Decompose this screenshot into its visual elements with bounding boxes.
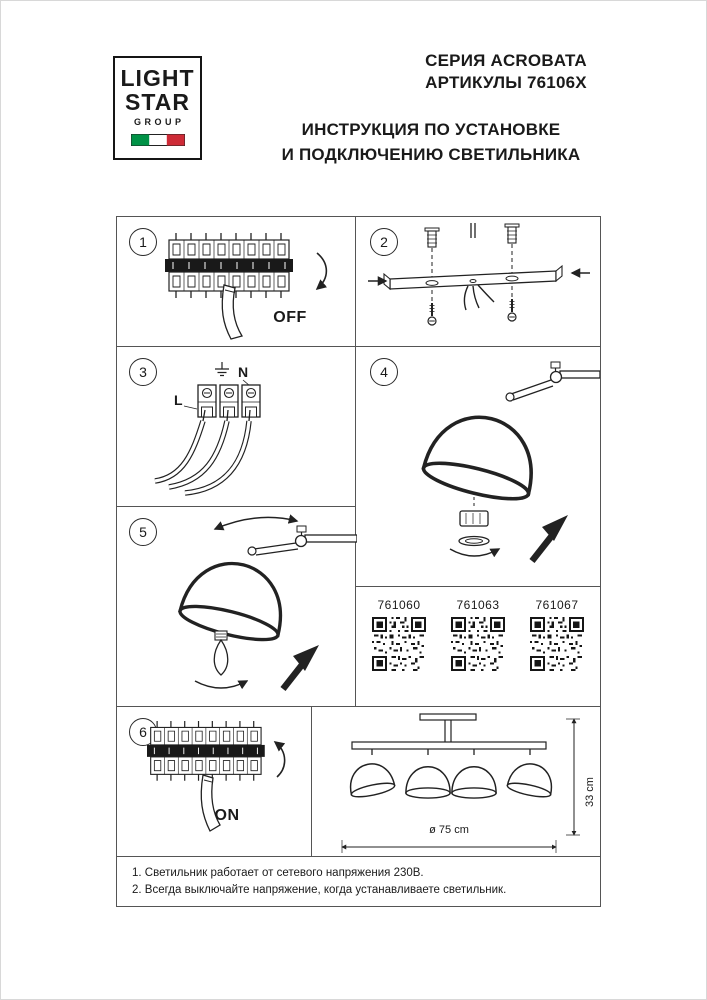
lamp-shade-icon <box>418 403 546 508</box>
panel-step-3: 3 N L <box>116 346 356 507</box>
panel-step-4: 4 <box>355 346 601 587</box>
step-number-badge: 4 <box>370 358 398 386</box>
title-line-2: И ПОДКЛЮЧЕНИЮ СВЕТИЛЬНИКА <box>281 145 581 164</box>
qr-code-icon <box>530 617 584 671</box>
panel-step-1: 1 OFF <box>116 216 356 347</box>
ceiling-canopy-icon <box>419 713 477 721</box>
note-line-2: 2. Всегда выключайте напряжение, когда у… <box>132 884 507 896</box>
lamp-shade-icon <box>405 766 451 799</box>
terminal-wiring-drawing: N L <box>154 362 261 496</box>
lamp-shade-icon <box>175 551 295 649</box>
label-neutral: N <box>238 364 248 380</box>
lamp-shade-icon <box>505 759 557 801</box>
shade-assembly-drawing <box>418 361 600 564</box>
chandelier-drawing <box>341 713 580 853</box>
step-number-badge: 1 <box>129 228 157 256</box>
logo-line-group: GROUP <box>133 117 185 127</box>
article-item: 761067 <box>526 598 588 676</box>
bulb-icon <box>213 638 229 676</box>
arm-rod-icon <box>559 370 600 379</box>
joint-icon <box>294 534 308 548</box>
wire-icon <box>463 285 469 311</box>
step-number-badge: 2 <box>370 228 398 256</box>
finger-icon <box>221 284 244 340</box>
arm-rod-icon <box>304 534 357 543</box>
panel-article-codes: 761060 761063 761067 <box>355 586 601 707</box>
wire-icon <box>472 285 480 309</box>
flip-down-arrow-icon <box>315 252 328 291</box>
qr-code-icon <box>372 617 426 671</box>
panel-step-2: 2 <box>355 216 601 347</box>
assembly-arrow-icon <box>529 530 557 564</box>
off-label: OFF <box>273 309 307 326</box>
articles-line: АРТИКУЛЫ 76106X <box>425 73 587 92</box>
swivel-arrow-icon <box>213 514 299 531</box>
italy-flag-icon <box>130 134 185 146</box>
bulb-base-icon <box>214 630 228 641</box>
shade-adjust-drawing <box>175 514 357 692</box>
ceiling-cable-icon <box>470 223 476 238</box>
article-code: 761060 <box>377 598 421 612</box>
flip-up-arrow-icon <box>273 741 286 778</box>
finger-icon <box>200 774 221 832</box>
title-line-1: ИНСТРУКЦИЯ ПО УСТАНОВКЕ <box>301 120 561 139</box>
page-title: ИНСТРУКЦИЯ ПО УСТАНОВКЕ И ПОДКЛЮЧЕНИЮ СВ… <box>251 117 611 167</box>
wire-icon <box>477 284 495 303</box>
lamp-shade-icon <box>345 759 397 801</box>
logo-line-star: STAR <box>125 89 190 115</box>
screw-rotate-arrow-icon <box>449 548 501 558</box>
series-line: СЕРИЯ ACROBATA <box>425 51 587 70</box>
on-label: ON <box>214 807 240 824</box>
note-line-1: 1. Светильник работает от сетевого напря… <box>132 867 424 879</box>
qr-code-icon <box>451 617 505 671</box>
lightstar-logo: LIGHT STAR GROUP <box>113 56 202 160</box>
height-dimension-label: 33 cm <box>584 777 596 807</box>
bulb-rotate-arrow-icon <box>194 680 249 690</box>
supply-wires-icon <box>154 409 252 496</box>
terminal-block-icon <box>197 384 261 418</box>
breaker-off-drawing <box>164 232 328 340</box>
panel-step-6: 6 ON <box>116 706 312 857</box>
joint-icon <box>549 370 563 384</box>
panel-notes: 1. Светильник работает от сетевого напря… <box>116 856 601 907</box>
article-code: 761063 <box>456 598 500 612</box>
article-code: 761067 <box>535 598 579 612</box>
diameter-dimension-label: ø 75 cm <box>429 824 469 836</box>
panel-step-5: 5 <box>116 506 357 707</box>
panel-dimensions: 33 cm ø 75 cm <box>311 706 601 857</box>
logo-line-light: LIGHT <box>120 65 195 91</box>
label-line: L <box>174 392 183 408</box>
earth-ground-icon <box>215 362 229 377</box>
article-item: 761060 <box>368 598 430 676</box>
step-number-badge: 3 <box>129 358 157 386</box>
lamp-shade-icon <box>451 766 497 799</box>
article-item: 761063 <box>447 598 509 676</box>
series-block: СЕРИЯ ACROBATA АРТИКУЛЫ 76106X <box>406 50 606 94</box>
breaker-on-drawing <box>146 720 286 832</box>
fixture-bar-icon <box>351 741 547 750</box>
socket-icon <box>459 510 489 527</box>
step-number-badge: 5 <box>129 518 157 546</box>
mounting-bracket-drawing <box>368 223 590 326</box>
